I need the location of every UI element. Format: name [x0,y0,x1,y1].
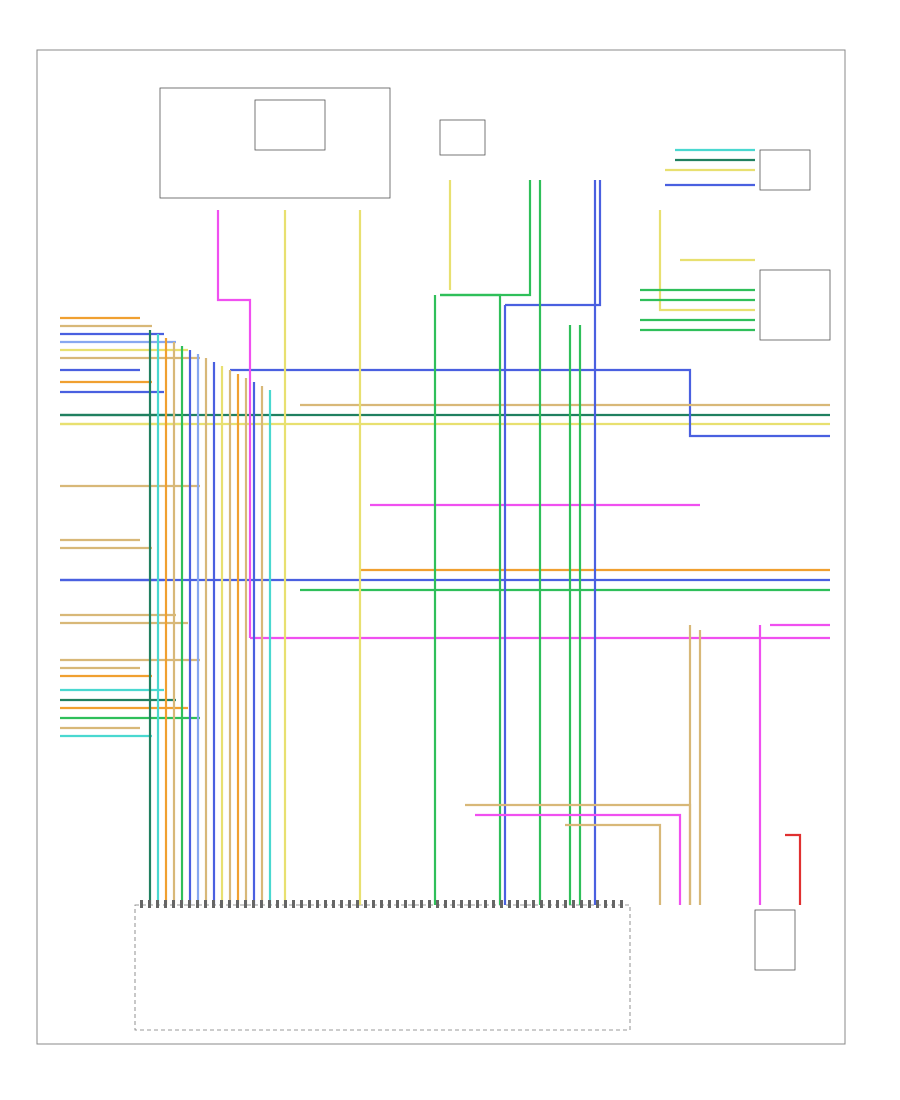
connector-pin [396,900,399,908]
switch-box [759,149,811,191]
connector-pin [300,900,303,908]
wire-green-top [440,180,532,297]
bus-blue-long [230,368,830,438]
connector-pin [212,900,215,908]
sensor-box [439,119,486,156]
connector-pin [196,900,199,908]
wire-green-drop [440,293,502,905]
connector-pin [268,900,271,908]
connector-pin [612,900,615,908]
connector-pin [260,900,263,908]
top-components [159,87,831,971]
connector-pin [236,900,239,908]
connector-pin [460,900,463,908]
connector-pin [548,900,551,908]
connector-pin [140,900,143,908]
connector-pin [316,900,319,908]
connector-pin [532,900,535,908]
connector-pin [604,900,607,908]
connector-pin [164,900,167,908]
connector-box [759,269,831,341]
connector-pin [180,900,183,908]
connector-pin [580,900,583,908]
connector-pin [412,900,415,908]
connector-pin [588,900,591,908]
connector-pin [476,900,479,908]
connector-pin [420,900,423,908]
pin-group [140,900,623,908]
connector-pin [372,900,375,908]
connector-pin [404,900,407,908]
connector-pin [220,900,223,908]
connector-pin [500,900,503,908]
wire-yellow-switch [658,210,755,312]
connector-pin [492,900,495,908]
connector-pin [468,900,471,908]
connector-pin [596,900,599,908]
connector-pin [204,900,207,908]
connector-pin [452,900,455,908]
connector-pin [332,900,335,908]
connector-pin [540,900,543,908]
connector-pin [284,900,287,908]
connector-pin [340,900,343,908]
fuse-box [159,87,391,199]
connector-pin [308,900,311,908]
connector-pin [252,900,255,908]
connector-pin [484,900,487,908]
connector-pin [380,900,383,908]
connector-pin [572,900,575,908]
connector-pin [436,900,439,908]
wire-blue-top [505,180,602,307]
connector-pin [356,900,359,908]
wire-tan-bottom [465,803,692,905]
bottom-right-module [754,909,796,971]
connector-pin [364,900,367,908]
wire-red-right [785,833,802,905]
connector-pin [244,900,247,908]
connector-pin [188,900,191,908]
connector-pin [324,900,327,908]
connector-pin [348,900,351,908]
wire-tan-bottom-2 [565,823,662,905]
connector-pin [156,900,159,908]
controller-outline [134,904,631,1031]
relay-module [254,99,326,151]
connector-pin [524,900,527,908]
wire-pink-bottom [475,813,682,905]
diagram-frame [36,49,846,1045]
connector-pin [428,900,431,908]
connector-pin [148,900,151,908]
wire-pink-drop [216,210,252,638]
connector-pin [228,900,231,908]
connector-pin [276,900,279,908]
wire-group [60,148,830,905]
connector-pin [508,900,511,908]
connector-pin [516,900,519,908]
connector-pin [172,900,175,908]
connector-pin [388,900,391,908]
connector-pin [556,900,559,908]
connector-pin [564,900,567,908]
connector-pin [620,900,623,908]
connector-pin [444,900,447,908]
connector-pin [292,900,295,908]
